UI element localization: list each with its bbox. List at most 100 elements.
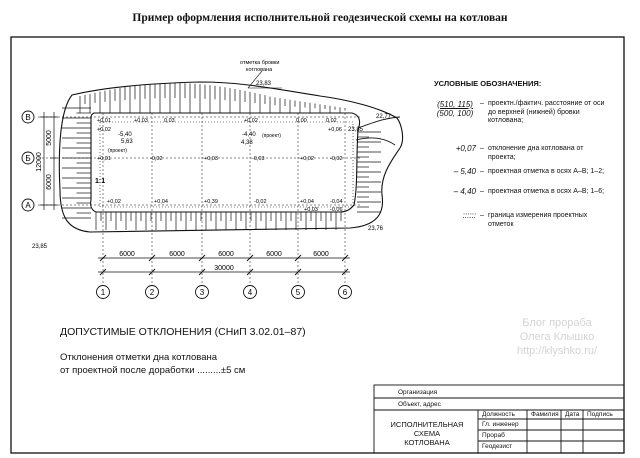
- callout-value: 23,83: [256, 81, 272, 87]
- axis-label-4: 4: [248, 288, 253, 297]
- axis-marker-4: [243, 285, 257, 299]
- dim-col-2: 6000: [169, 251, 185, 258]
- legend-text: проектная отметка в осях А–В; 1–2;: [488, 168, 605, 175]
- pit-ramp: [355, 116, 401, 146]
- axis-label-6: 6: [343, 288, 348, 297]
- legend-symbol-top: (510, 115): [437, 100, 473, 109]
- dimension-tick: [341, 254, 349, 262]
- dim-col-5: 6000: [313, 251, 329, 258]
- legend-text: отклонение дна котлована от проекта;: [488, 145, 584, 161]
- dim-col-1: 6000: [119, 251, 135, 258]
- dim-row-1: 5000: [46, 130, 53, 146]
- dimension-tick: [294, 268, 302, 276]
- pit-bottom-brow: [90, 112, 361, 213]
- dev-lower-1: +0,03: [304, 207, 318, 213]
- dev-a-2: +0,04: [154, 199, 168, 205]
- axis-marker-6: [338, 285, 352, 299]
- title-block-role-surveyor: Геодезист: [482, 443, 513, 450]
- elev-right-mid: 23,85: [348, 127, 364, 133]
- dev-a-3: +0,39: [204, 199, 218, 205]
- dev-b-1: +0,01: [97, 118, 111, 124]
- title-block-org: Организация: [398, 389, 438, 396]
- legend-dash: –: [480, 145, 484, 152]
- legend-dash: –: [480, 188, 484, 195]
- proj-mark-2-fact: 4,38: [241, 140, 253, 146]
- proj-mark-1-value: -5,40: [118, 132, 132, 138]
- dimension-tick: [99, 254, 107, 262]
- legend-symbol-bottom: (500, 100): [436, 109, 474, 118]
- legend-symbol: – 4,40: [453, 187, 476, 196]
- axis-label-a: А: [25, 201, 31, 210]
- dev-a-1: +0,02: [107, 199, 121, 205]
- elev-left-bottom: 23,85: [32, 244, 48, 250]
- dev-b-5: 0,00: [296, 118, 307, 124]
- dev-mid-4: -0,03: [252, 156, 265, 162]
- legend-symbol: +0,07: [455, 144, 476, 153]
- axis-label-5: 5: [296, 288, 301, 297]
- dim-col-3: 6000: [218, 251, 234, 258]
- tolerance-line-1: Отклонения отметки дна котлована: [60, 352, 218, 363]
- title-block-header-surname: Фамилия: [531, 411, 559, 418]
- axis-marker-3: [195, 285, 209, 299]
- legend-text: проектная отметка в осях А–В; 1–6;: [488, 188, 605, 195]
- dev-mid-2: -0,02: [150, 156, 163, 162]
- legend-text: проектн./фактич. расстояние от оси до ве…: [488, 100, 605, 124]
- axis-label-1: 1: [101, 288, 106, 297]
- axis-label-3: 3: [200, 288, 205, 297]
- elev-right-bottom: 23,76: [368, 226, 384, 232]
- proj-mark-1-fact: 5,63: [121, 139, 133, 145]
- title-block-role-foreman: Прораб: [482, 432, 505, 439]
- legend-title: УСЛОВНЫЕ ОБОЗНАЧЕНИЯ:: [434, 79, 542, 88]
- dimension-tick: [341, 268, 349, 276]
- axis-marker-a: [21, 198, 35, 212]
- dimension-tick: [198, 268, 206, 276]
- legend-dash: –: [480, 168, 484, 175]
- pit-outer-brow: [58, 81, 404, 233]
- proj-mark-1-label: (проект): [108, 148, 127, 154]
- tolerance-title: ДОПУСТИМЫЕ ОТКЛОНЕНИЯ (СНиП 3.02.01–87): [60, 326, 306, 338]
- title-block-name-line-3: КОТЛОВАНА: [404, 438, 450, 447]
- legend-dash: –: [480, 100, 484, 107]
- proj-mark-2-value: -4,40: [242, 132, 256, 138]
- axis-marker-v: [21, 110, 35, 124]
- elev-right-top: 22,77: [376, 114, 392, 120]
- dev-b-under-1: +0,02: [97, 127, 111, 133]
- title-block-object: Объект, адрес: [398, 401, 441, 408]
- dev-mid-5: +0,02: [300, 156, 314, 162]
- dimension-tick: [198, 254, 206, 262]
- axis-marker-1: [96, 285, 110, 299]
- dev-b-4: +0,02: [244, 118, 258, 124]
- dimension-tick: [246, 268, 254, 276]
- dev-mid-3: +0,03: [204, 156, 218, 162]
- axis-label-2: 2: [150, 288, 155, 297]
- title-block-header-date: Дата: [565, 411, 580, 418]
- sheet-frame: [10, 36, 625, 454]
- dimension-tick: [294, 254, 302, 262]
- axis-marker-2: [145, 285, 159, 299]
- dimension-tick: [148, 268, 156, 276]
- dim-total-rows: 12000: [36, 152, 43, 172]
- slope-ratio: 1:1: [95, 178, 105, 185]
- dev-b-6: 0,02: [326, 118, 337, 124]
- dim-row-2: 6000: [46, 174, 53, 190]
- title-block-name: ИСПОЛНИТЕЛЬНАЯ СХЕМА КОТЛОВАНА: [378, 420, 476, 447]
- axis-marker-b: [21, 151, 35, 165]
- axis-marker-5: [291, 285, 305, 299]
- axis-label-b: Б: [25, 154, 30, 163]
- dimension-tick: [99, 268, 107, 276]
- title-block-role-engineer: Гл. инженер: [482, 421, 519, 428]
- axis-label-v: В: [25, 113, 30, 122]
- dev-b-3: 0,03: [164, 118, 175, 124]
- proj-mark-2-label: (проект): [262, 133, 281, 139]
- title-block-header-signature: Подпись: [587, 411, 613, 418]
- slope-hatching: [62, 83, 381, 230]
- dimension-tick: [148, 254, 156, 262]
- legend-symbol-fraction: (510, 115) (500, 100): [434, 100, 476, 118]
- legend: УСЛОВНЫЕ ОБОЗНАЧЕНИЯ: (510, 115) (500, 1…: [434, 79, 634, 227]
- legend-text: граница измерения проектных отметок: [488, 212, 588, 228]
- title-block-header-position: Должность: [482, 411, 515, 418]
- dev-a-4: -0,02: [254, 199, 267, 205]
- dev-b-under-2: +0,06: [328, 127, 342, 133]
- dev-mid-1: +0,01: [97, 156, 111, 162]
- dimension-tick: [246, 254, 254, 262]
